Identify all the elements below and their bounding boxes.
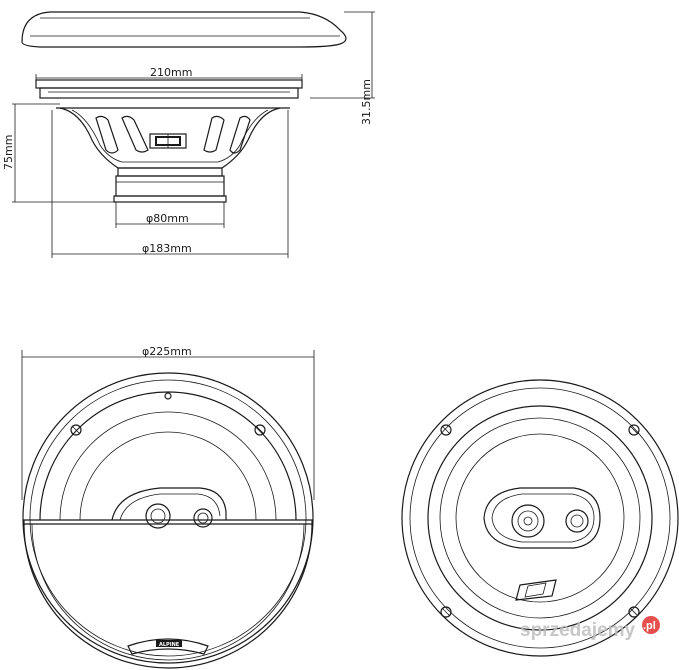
watermark: sprzedajemy .pl	[520, 616, 660, 641]
speaker-front-with-grille: ALPINE	[22, 372, 314, 669]
watermark-text: sprzedajemy	[520, 620, 636, 641]
mount-depth-dimension: 75mm	[2, 103, 114, 203]
width-dimension: 210mm	[35, 66, 303, 82]
watermark-tld: .pl	[643, 620, 656, 632]
speaker-front-open	[401, 379, 679, 657]
cutout-dimension: φ183mm	[51, 110, 289, 258]
watermark-badge-icon	[642, 616, 660, 634]
magnet-dimension: φ80mm	[115, 202, 225, 228]
mount-depth-label: 75mm	[2, 135, 15, 170]
depth-label: 31.5mm	[360, 79, 373, 125]
depth-dimension: 31.5mm	[310, 11, 375, 125]
outer-dimension: φ225mm	[21, 345, 315, 500]
width-label: 210mm	[150, 66, 192, 79]
front-logo: ALPINE	[159, 642, 180, 648]
speaker-side-view	[35, 79, 303, 203]
magnet-label: φ80mm	[146, 212, 189, 225]
cutout-label: φ183mm	[142, 242, 192, 255]
grille-profile-view	[21, 11, 347, 48]
outer-label: φ225mm	[142, 345, 192, 358]
